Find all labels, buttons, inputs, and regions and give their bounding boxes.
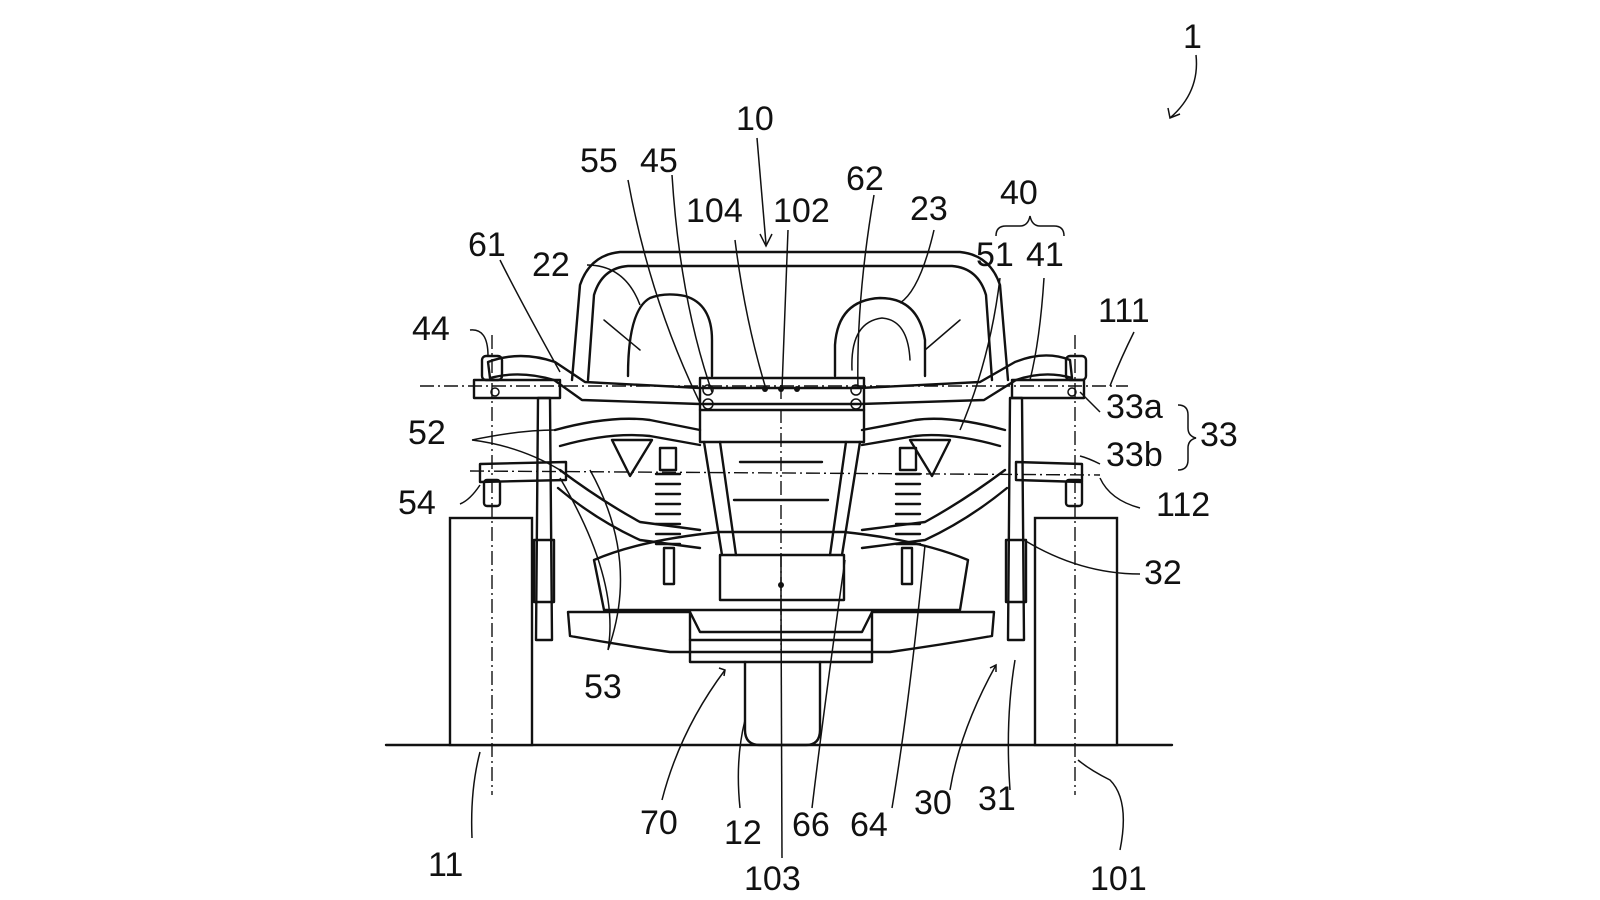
ref-label: 33b: [1106, 436, 1163, 474]
left-shock-absorber: [654, 446, 682, 586]
right-lower-arm: [860, 468, 1009, 550]
center-skid-12: [743, 660, 822, 747]
right-shock-absorber-64: [894, 446, 922, 586]
ref-label: 51: [976, 236, 1014, 274]
ref-label: 61: [468, 226, 506, 264]
right-upper-bracket-33a: [1010, 378, 1086, 400]
ref-label: 53: [584, 668, 622, 706]
ref-label: 62: [846, 160, 884, 198]
reference-numerals: 1 10 55 45 62 104 102 23 40 61 22 51 41 …: [398, 18, 1238, 898]
right-upper-arm: [860, 417, 1007, 448]
ref-label: 10: [736, 100, 774, 138]
left-knuckle: [534, 396, 554, 642]
ref-label: 12: [724, 814, 762, 852]
ref-label: 32: [1144, 554, 1182, 592]
upper-cross-bar: [486, 354, 1074, 406]
ref-label: 23: [910, 190, 948, 228]
ref-label: 64: [850, 806, 888, 844]
ref-label: 52: [408, 414, 446, 452]
front-bumper: [566, 610, 996, 654]
ref-label: 101: [1090, 860, 1147, 898]
right-wheel: [1033, 516, 1119, 747]
ref-label: 112: [1156, 486, 1210, 524]
ref-label: 40: [1000, 174, 1038, 212]
ref-label: 33a: [1106, 388, 1163, 426]
ref-label: 70: [640, 804, 678, 842]
ref-label: 30: [914, 784, 952, 822]
left-seat-22: [626, 293, 714, 378]
ref-label: 11: [428, 846, 463, 884]
ref-label: 31: [978, 780, 1016, 818]
ref-label: 103: [744, 860, 801, 898]
ref-label: 104: [686, 192, 743, 230]
ref-label: 102: [773, 192, 830, 230]
ref-label: 1: [1183, 18, 1202, 56]
ref-label: 44: [412, 310, 450, 348]
drivetrain-housing: [592, 530, 970, 612]
ref-label: 111: [1098, 292, 1150, 330]
left-wheel: [448, 516, 534, 747]
left-upper-arm: [553, 417, 702, 448]
roll-cage: [570, 250, 1010, 382]
right-seat-23: [833, 296, 927, 378]
ref-label: 66: [792, 806, 830, 844]
right-strut-32: [1004, 538, 1028, 604]
ref-label: 33: [1200, 416, 1238, 454]
lower-axis-line-112: [469, 470, 1101, 476]
ref-label: 55: [580, 142, 618, 180]
ref-label: 41: [1026, 236, 1064, 274]
ref-label: 22: [532, 246, 570, 284]
central-frame: [698, 376, 866, 557]
leader-lines: [459, 174, 1141, 859]
right-knuckle-31: [1006, 396, 1026, 642]
ref-label: 54: [398, 484, 436, 522]
left-upper-bracket: [472, 378, 562, 400]
ref-label: 45: [640, 142, 678, 180]
